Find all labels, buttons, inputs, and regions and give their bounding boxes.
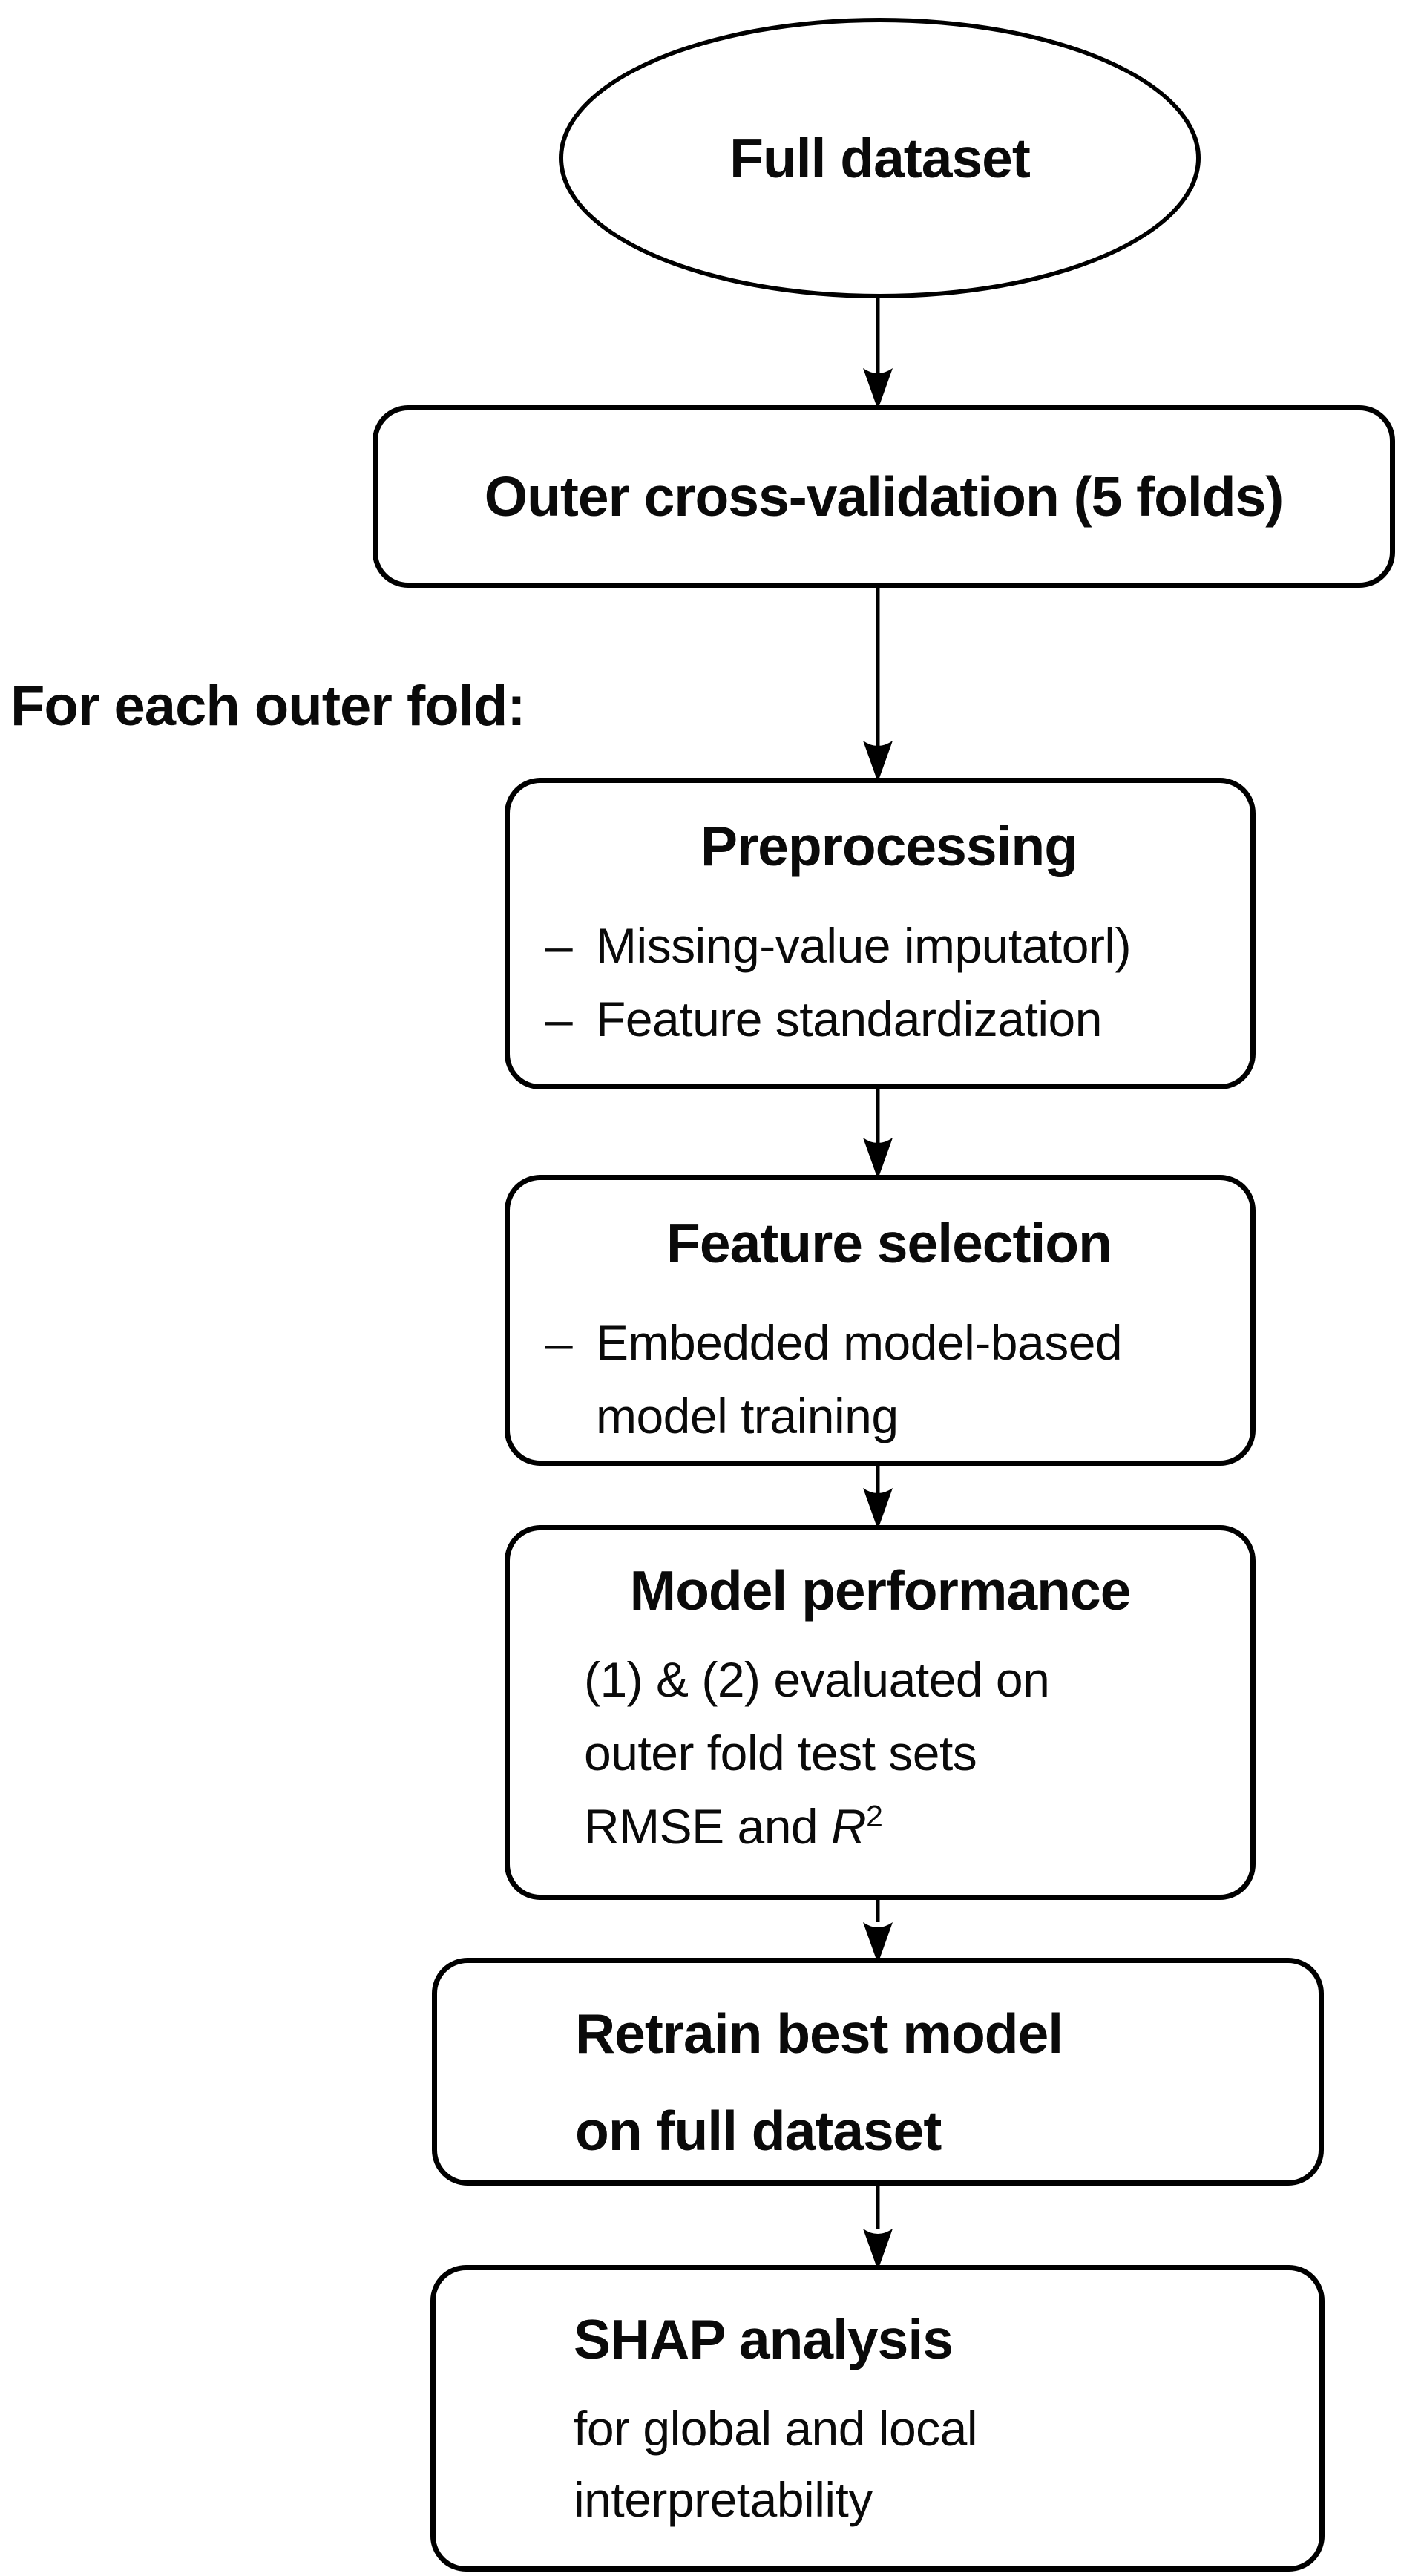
shap-body: for global and local interpretability [574,2393,1302,2535]
node-model-performance: Model performance (1) & (2) evaluated on… [505,1525,1256,1900]
node-full-dataset-label: Full dataset [729,127,1031,189]
node-model-performance-title: Model performance [629,1559,1132,1622]
metric-symbol: R [830,1799,867,1854]
arrow-model-performance-to-retrain [863,1897,893,1964]
body-line: Retrain best model [575,2002,1063,2065]
node-shap: SHAP analysis for global and local inter… [430,2265,1325,2572]
body-line: interpretability [574,2471,873,2527]
body-line: (1) & (2) evaluated on [584,1652,1050,1707]
node-feature-selection-title: Feature selection [666,1212,1112,1274]
metrics-prefix: RMSE and [584,1799,818,1854]
bullet-text: Embedded model-based model training [596,1315,1123,1443]
bullet-text: Missing-value imputatorl) [596,918,1132,973]
node-shap-title: SHAP analysis [574,2308,954,2370]
arrow-feature-selection-to-model-performance [863,1463,893,1530]
arrow-full-dataset-to-outer-cv [863,297,893,410]
loop-label: For each outer fold: [10,675,526,738]
node-feature-selection: Feature selection – Embedded model-based… [505,1175,1256,1466]
bullet-dash-icon: – [545,1315,573,1370]
bullet-dash-icon: – [545,918,573,973]
node-preprocessing: Preprocessing – Missing-value imputatorl… [505,778,1256,1089]
node-preprocessing-title: Preprocessing [700,815,1078,877]
preprocessing-bullet-list: – Missing-value imputatorl) – Feature st… [545,909,1233,1056]
bullet-dash-icon: – [545,992,573,1046]
body-line: for global and local [574,2401,978,2456]
feature-selection-bullet-list: – Embedded model-based model training [545,1306,1233,1453]
list-item: – Feature standardization [545,983,1233,1056]
metric-exponent: 2 [866,1799,883,1833]
node-retrain: Retrain best model on full dataset [432,1958,1324,2186]
list-item: – Missing-value imputatorl) [545,909,1233,983]
body-line-metrics: RMSE and R2 [584,1790,1233,1864]
node-outer-cv-label: Outer cross-validation (5 folds) [484,465,1284,528]
bullet-text: Feature standardization [596,992,1102,1046]
retrain-body: Retrain best model on full dataset [575,1985,1301,2180]
list-item: – Embedded model-based model training [545,1306,1233,1453]
model-performance-body: (1) & (2) evaluated on outer fold test s… [584,1643,1233,1864]
arrow-retrain-to-shap [863,2183,893,2270]
node-outer-cv: Outer cross-validation (5 folds) [373,405,1395,588]
body-line: outer fold test sets [584,1725,977,1780]
body-line: on full dataset [575,2100,942,2163]
arrow-outer-cv-to-preprocessing [863,585,893,782]
node-full-dataset: Full dataset [559,18,1201,298]
arrow-preprocessing-to-feature-selection [863,1087,893,1179]
